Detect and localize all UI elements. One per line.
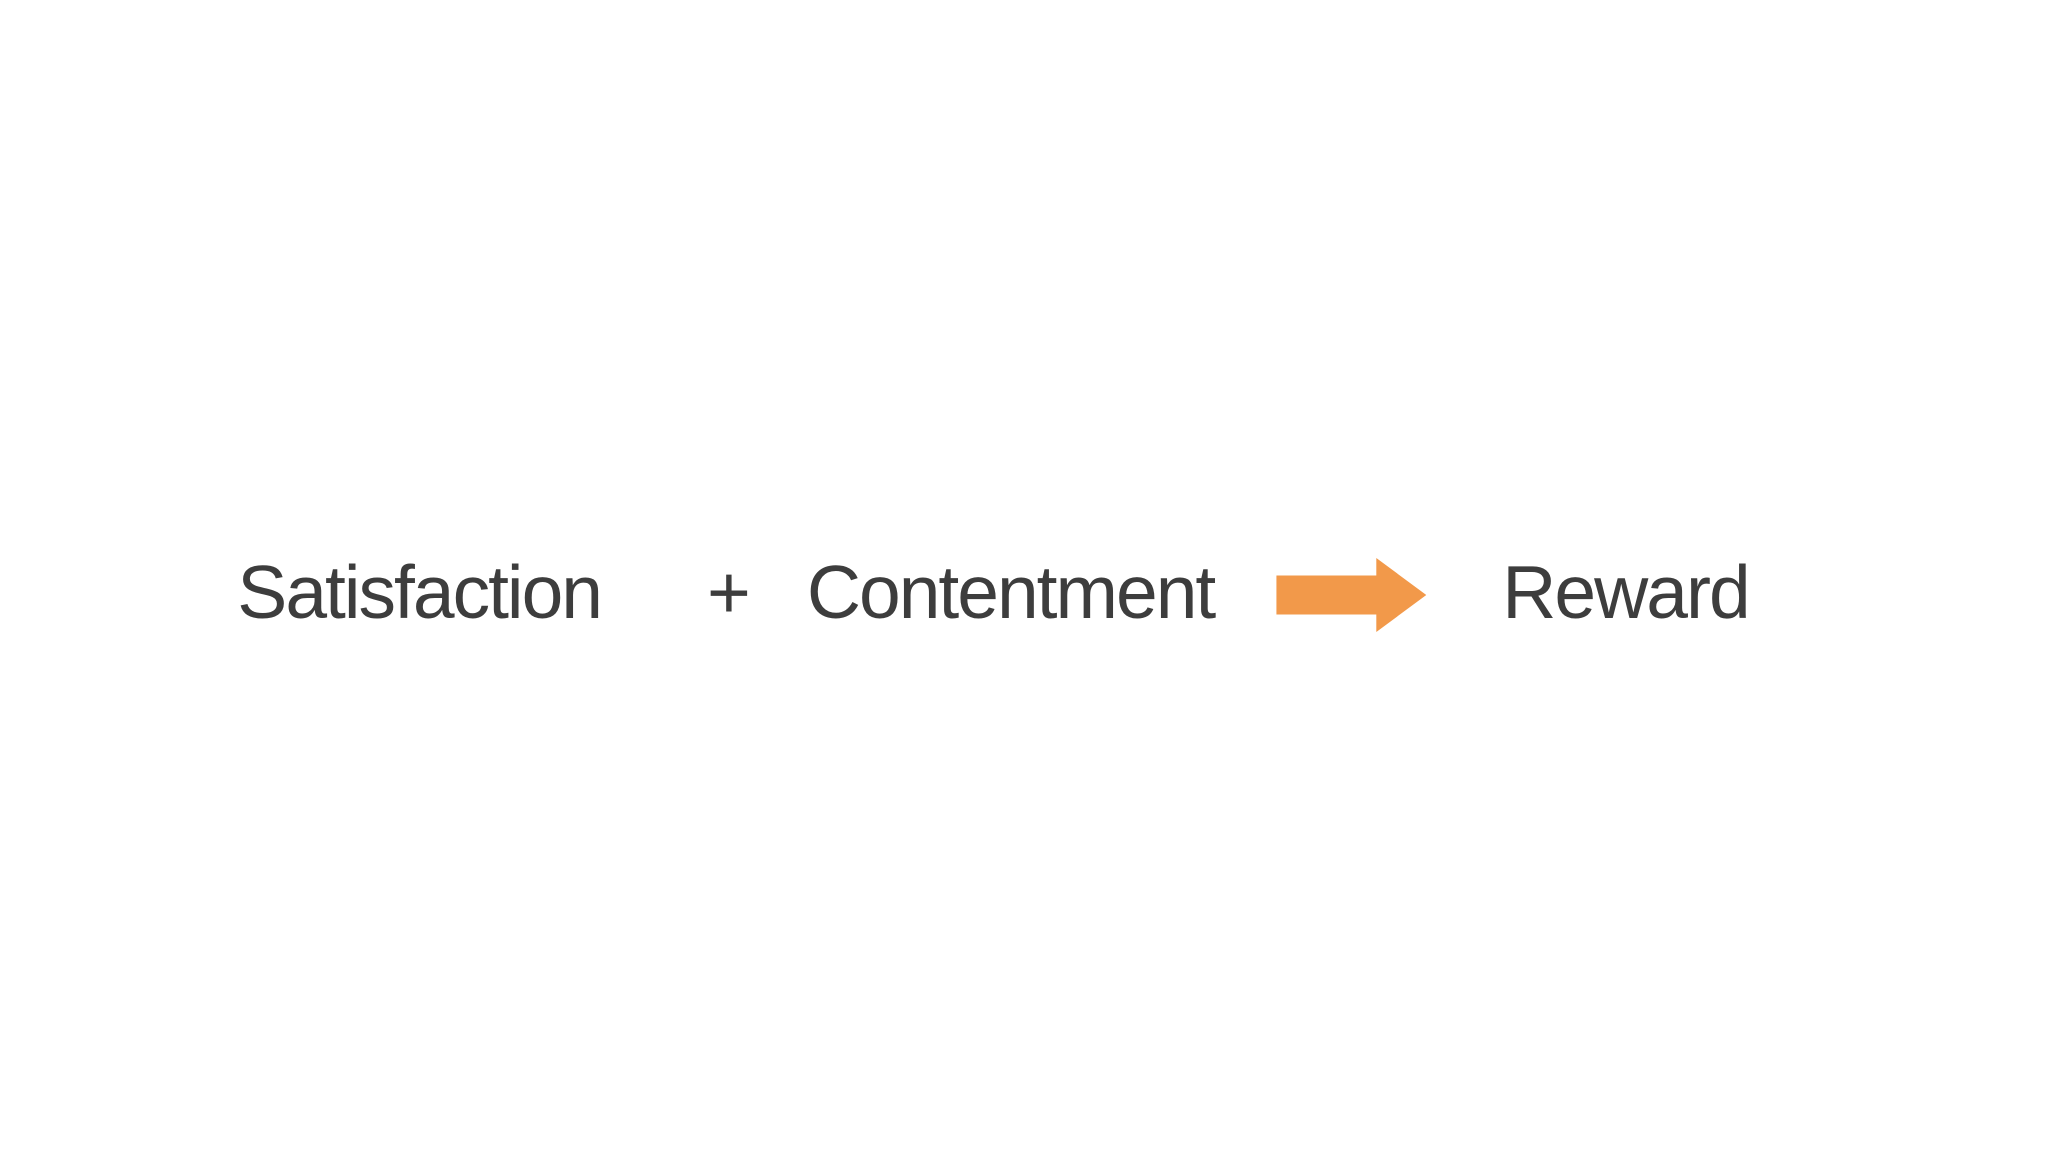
- term-satisfaction: Satisfaction: [237, 549, 603, 634]
- equation-row: Satisfaction + Contentment Reward: [237, 549, 1751, 634]
- plus-operator: +: [707, 549, 751, 634]
- term-contentment: Contentment: [806, 549, 1216, 634]
- term-reward: Reward: [1502, 549, 1750, 634]
- right-arrow-shape: [1276, 558, 1427, 632]
- right-arrow-icon: [1276, 558, 1427, 632]
